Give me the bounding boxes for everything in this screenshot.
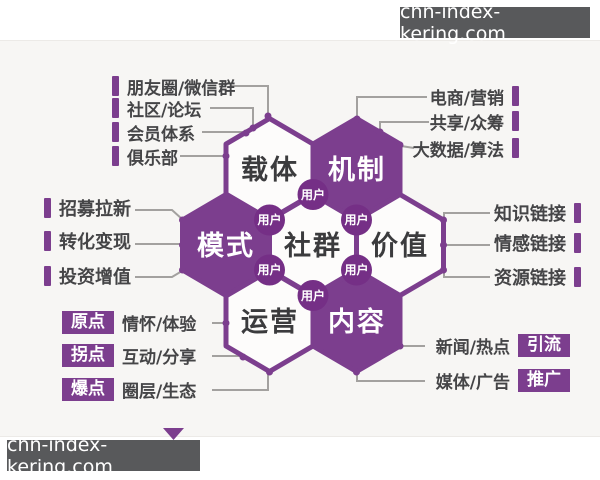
label-text: 圈层/生态 bbox=[122, 381, 197, 402]
label-text: 共享/众筹 bbox=[429, 113, 504, 134]
traffic-tag: 引流 bbox=[518, 333, 570, 357]
user-node-label: 用户 bbox=[343, 212, 368, 227]
hexagon-label: 价值 bbox=[371, 231, 429, 262]
hexagon-labels: 载体 机制 模式 社群 价值 运营 内容 bbox=[197, 155, 429, 338]
label-row-origin-point: 原点 情怀/体验 bbox=[62, 310, 197, 335]
user-node-label: 用户 bbox=[300, 288, 325, 303]
origin-point-tag: 原点 bbox=[62, 310, 114, 334]
label-text: 互动/分享 bbox=[122, 347, 197, 368]
hexagon-label: 载体 bbox=[241, 155, 299, 186]
label-text: 媒体/广告 bbox=[435, 372, 510, 393]
label-row-burst-point: 爆点 圈层/生态 bbox=[62, 377, 197, 402]
hexagon-label: 内容 bbox=[328, 306, 386, 338]
user-node-label: 用户 bbox=[300, 187, 325, 202]
label-row-media-ads: 媒体/广告 推广 bbox=[435, 368, 570, 393]
connector-dots bbox=[179, 112, 447, 376]
label-text: 电商/营销 bbox=[429, 88, 504, 109]
bullet-bar-icon bbox=[512, 138, 519, 158]
hexagon-label: 机制 bbox=[328, 155, 386, 186]
user-node-label: 用户 bbox=[343, 262, 368, 277]
label-text: 朋友圈/微信群 bbox=[127, 78, 236, 99]
label-text: 转化变现 bbox=[59, 232, 131, 253]
label-row-invest: 投资增值 bbox=[44, 265, 131, 288]
user-node bbox=[341, 254, 372, 286]
label-row-club: 俱乐部 bbox=[112, 145, 178, 169]
bullet-bar-icon bbox=[512, 86, 519, 106]
bullet-bar-icon bbox=[574, 203, 581, 223]
label-row-resource-link: 资源链接 bbox=[494, 266, 581, 289]
label-text: 情怀/体验 bbox=[122, 314, 197, 335]
label-row-ecommerce: 电商/营销 bbox=[429, 85, 519, 109]
label-text: 资源链接 bbox=[494, 268, 566, 289]
label-row-recruit: 招募拉新 bbox=[44, 197, 131, 220]
label-text: 知识链接 bbox=[494, 204, 566, 225]
user-node bbox=[254, 254, 285, 286]
label-row-news-hotspot: 新闻/热点 引流 bbox=[435, 333, 570, 358]
user-node-label: 用户 bbox=[256, 262, 281, 277]
user-node bbox=[297, 179, 329, 210]
hexagon-label: 社群 bbox=[284, 230, 342, 262]
label-text: 情感链接 bbox=[494, 234, 566, 255]
user-node bbox=[341, 204, 372, 236]
watermark-bottom: chn-index-kering.com bbox=[7, 434, 200, 478]
user-node-label: 用户 bbox=[256, 212, 281, 227]
user-node bbox=[297, 280, 329, 311]
bullet-bar-icon bbox=[112, 146, 119, 166]
label-text: 俱乐部 bbox=[127, 148, 178, 169]
label-text: 招募拉新 bbox=[59, 199, 131, 220]
label-row-turning-point: 拐点 互动/分享 bbox=[62, 343, 197, 368]
bullet-bar-icon bbox=[44, 266, 51, 286]
label-text: 会员体系 bbox=[127, 124, 195, 145]
label-row-bigdata: 大数据/算法 bbox=[412, 137, 519, 161]
label-text: 社区/论坛 bbox=[127, 100, 202, 121]
promotion-tag: 推广 bbox=[518, 368, 570, 392]
label-text: 新闻/热点 bbox=[435, 337, 510, 358]
label-text: 投资增值 bbox=[59, 267, 131, 288]
hexagon-label: 运营 bbox=[241, 307, 299, 338]
label-row-sharing: 共享/众筹 bbox=[429, 110, 519, 134]
watermark-top: chn-index-kering.com bbox=[400, 1, 590, 45]
label-row-monetize: 转化变现 bbox=[44, 230, 131, 253]
bullet-bar-icon bbox=[112, 122, 119, 142]
turning-point-tag: 拐点 bbox=[62, 343, 114, 367]
bullet-bar-icon bbox=[574, 267, 581, 287]
label-row-community-forum: 社区/论坛 bbox=[112, 97, 202, 121]
bullet-bar-icon bbox=[44, 231, 51, 251]
burst-point-tag: 爆点 bbox=[62, 377, 114, 401]
bullet-bar-icon bbox=[112, 76, 119, 96]
hexagon-label: 模式 bbox=[197, 231, 255, 262]
bullet-bar-icon bbox=[44, 198, 51, 218]
user-node bbox=[254, 204, 285, 236]
user-nodes: 用户 用户 用户 用户 用户 用户 bbox=[254, 179, 372, 311]
bullet-bar-icon bbox=[574, 233, 581, 253]
pointer-triangle-icon bbox=[163, 428, 184, 440]
label-row-knowledge-link: 知识链接 bbox=[494, 202, 581, 225]
hexagon-cells bbox=[180, 116, 446, 374]
bullet-bar-icon bbox=[512, 111, 519, 131]
label-text: 大数据/算法 bbox=[412, 140, 504, 161]
bullet-bar-icon bbox=[112, 98, 119, 118]
label-row-friends-group: 朋友圈/微信群 bbox=[112, 75, 236, 99]
label-row-membership: 会员体系 bbox=[112, 121, 195, 145]
label-row-emotion-link: 情感链接 bbox=[494, 232, 581, 255]
